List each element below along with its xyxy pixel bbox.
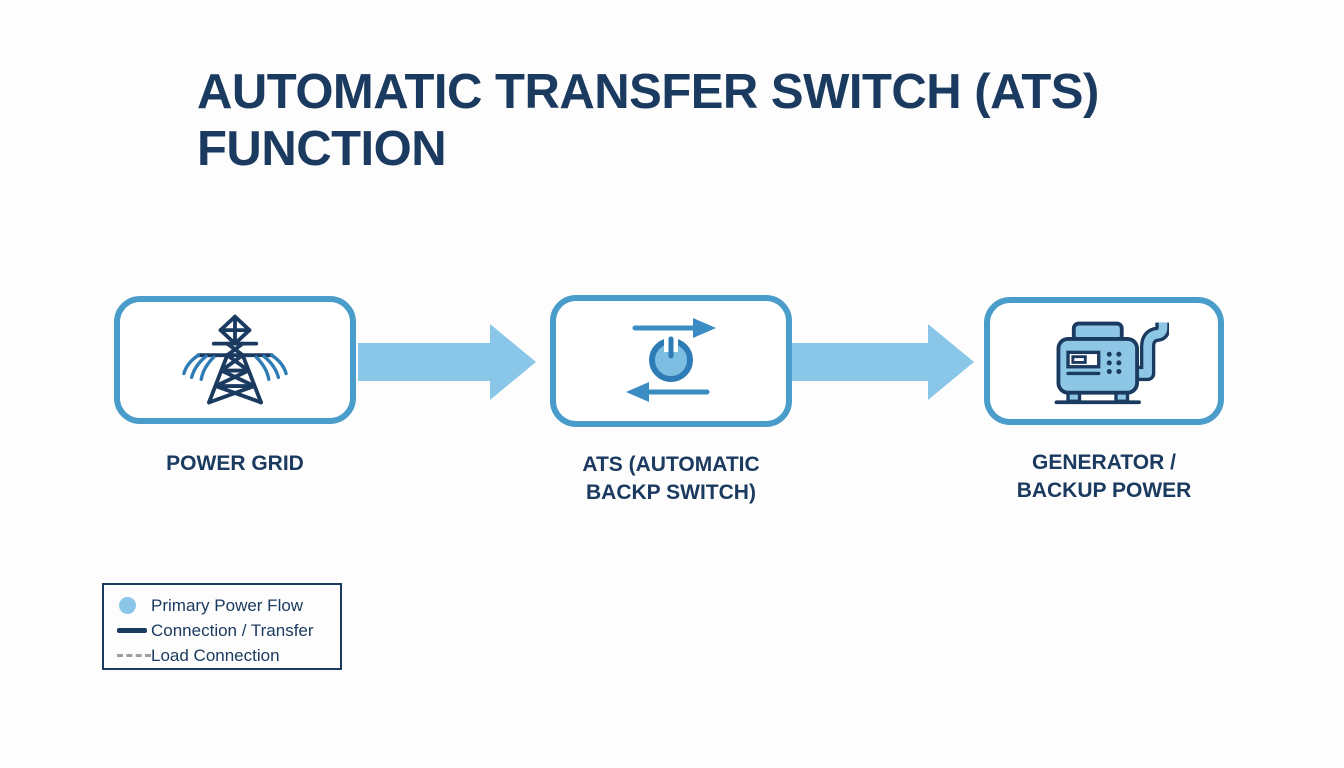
primary-power-flow-swatch bbox=[117, 597, 151, 614]
circle-swatch-icon bbox=[119, 597, 136, 614]
generator-icon bbox=[1054, 319, 1169, 405]
node-ats-label: ATS (AUTOMATIC BACKP SWITCH) bbox=[582, 453, 760, 504]
legend-label: Connection / Transfer bbox=[151, 620, 314, 640]
legend-label: Primary Power Flow bbox=[151, 595, 304, 615]
legend: Primary Power Flow Connection / Transfer… bbox=[102, 583, 342, 670]
node-power-grid-label: POWER GRID bbox=[166, 452, 304, 475]
connection-transfer-swatch bbox=[117, 628, 151, 633]
page-title: AUTOMATIC TRANSFER SWITCH (ATS) FUNCTION bbox=[197, 65, 1099, 176]
node-ats bbox=[550, 295, 792, 427]
node-generator-label: GENERATOR / BACKUP POWER bbox=[1016, 451, 1192, 502]
node-generator bbox=[984, 297, 1224, 425]
node-power-grid bbox=[114, 296, 356, 424]
legend-label: Load Connection bbox=[151, 645, 280, 665]
legend-item-load-connection: Load Connection bbox=[117, 643, 340, 668]
flow-arrow-grid-to-ats bbox=[358, 324, 536, 400]
transmission-tower-icon bbox=[182, 314, 288, 405]
transfer-switch-icon bbox=[626, 318, 716, 402]
flow-arrow-ats-to-generator bbox=[792, 324, 974, 400]
dashed-line-swatch-icon bbox=[117, 654, 151, 657]
load-connection-swatch bbox=[117, 654, 151, 657]
legend-item-connection-transfer: Connection / Transfer bbox=[117, 618, 340, 643]
solid-line-swatch-icon bbox=[117, 628, 147, 633]
legend-item-primary-power-flow: Primary Power Flow bbox=[117, 593, 340, 618]
